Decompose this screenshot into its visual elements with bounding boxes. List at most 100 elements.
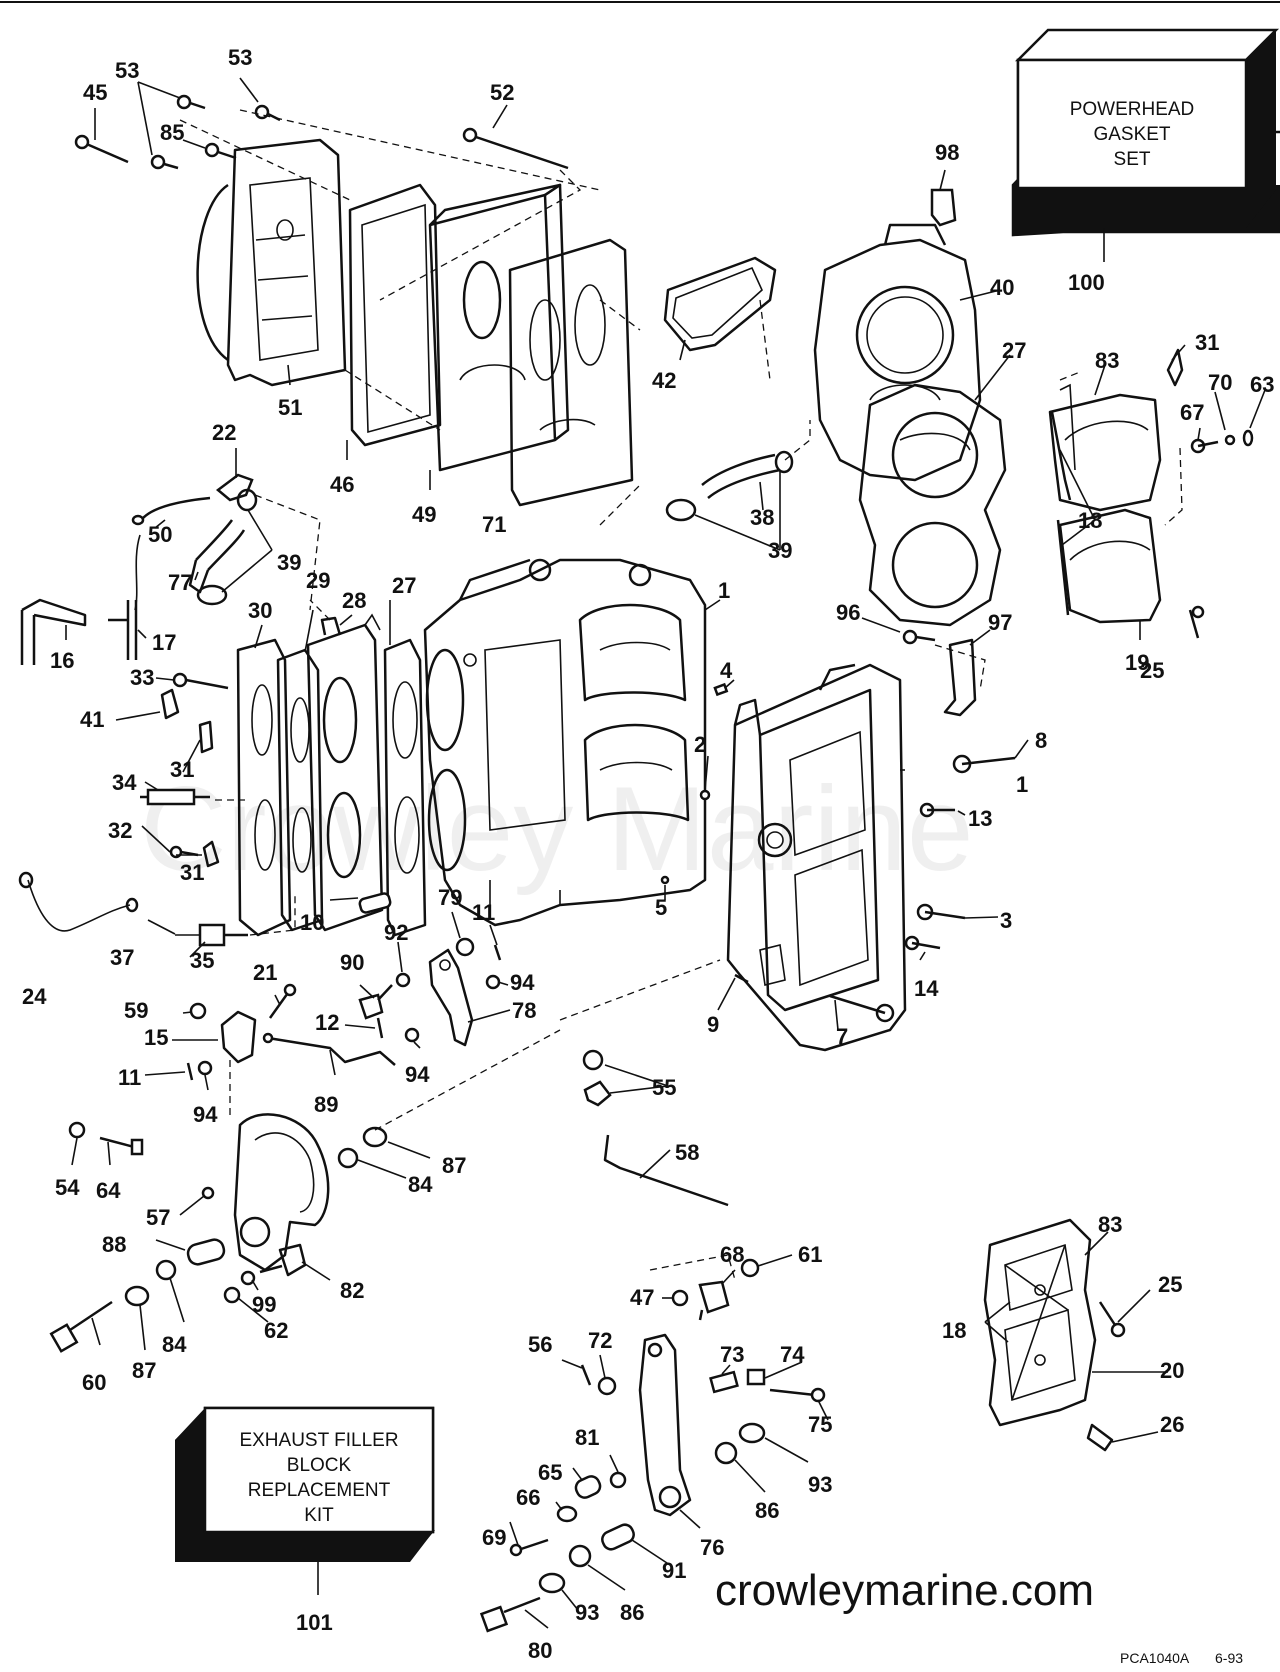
callout-31: 31: [1195, 330, 1219, 355]
callout-67: 67: [1180, 400, 1204, 425]
callout-86: 86: [620, 1600, 644, 1625]
callout-11: 11: [472, 900, 495, 925]
callout-21: 21: [253, 960, 277, 985]
clip-98: [930, 188, 957, 227]
callout-73: 73: [720, 1342, 744, 1367]
pin-11-upper: [493, 944, 502, 961]
callout-94: 94: [510, 970, 535, 995]
washer-92: [395, 972, 411, 988]
nut-86-lower: [568, 1544, 592, 1568]
reed-assembly-lower: [1056, 508, 1162, 624]
screw-96: [902, 629, 936, 645]
gasket-set-line-3: SET: [1114, 149, 1151, 170]
callout-70: 70: [1208, 370, 1232, 395]
screw-75: [769, 1387, 826, 1403]
callout-74: 74: [780, 1342, 805, 1367]
exhaust-kit-line-2: BLOCK: [287, 1455, 352, 1476]
pin-11-lower: [186, 1062, 194, 1081]
rod-58: [603, 1134, 729, 1207]
head-gasket-27-left: [383, 638, 427, 937]
callout-92: 92: [384, 920, 408, 945]
spring-73: [709, 1370, 739, 1394]
cover-30: [236, 638, 292, 937]
callout-2: 2: [694, 732, 706, 757]
watermark: Crowley Marine: [140, 762, 974, 896]
callout-65: 65: [538, 1460, 562, 1485]
powerhead-gasket-set-box: POWERHEAD GASKET SET: [1011, 28, 1280, 237]
nut-59: [189, 1002, 207, 1020]
screw-25-right: [1188, 605, 1205, 639]
washer-94-lower: [197, 1060, 213, 1076]
gasket-set-line-1: POWERHEAD: [1070, 99, 1195, 120]
bolt-64: [99, 1136, 144, 1156]
callout-42: 42: [652, 368, 676, 393]
washer-66: [556, 1505, 578, 1523]
sensor-35: [175, 923, 248, 947]
nut-84-upper: [337, 1147, 359, 1169]
bolt-80: [479, 1596, 541, 1633]
callout-79: 79: [438, 885, 462, 910]
callout-32: 32: [108, 818, 132, 843]
bolt-69: [509, 1538, 549, 1557]
callout-93: 93: [575, 1600, 599, 1625]
bolt-45: [74, 134, 129, 164]
callout-24: 24: [22, 984, 47, 1009]
sleeve-91: [601, 1523, 635, 1551]
callout-60: 60: [82, 1370, 106, 1395]
callout-97: 97: [988, 610, 1012, 635]
callout-101: 101: [296, 1610, 333, 1635]
callout-89: 89: [314, 1092, 338, 1117]
cylinder-head-40: [813, 223, 982, 482]
head-gasket-27-right: [858, 383, 1007, 627]
callout-59: 59: [124, 998, 148, 1023]
pin-56: [580, 1364, 592, 1386]
screw-85: [204, 142, 237, 160]
leader-lines: [65, 77, 1266, 1629]
exhaust-kit-line-1: EXHAUST FILLER: [239, 1430, 398, 1451]
pin-12: [376, 1017, 384, 1039]
nut-47: [671, 1289, 689, 1307]
callout-13: 13: [968, 806, 992, 831]
callout-83: 83: [1095, 348, 1119, 373]
screw-25-lower: [1098, 1301, 1126, 1338]
screw-13: [919, 802, 955, 818]
bolt-8: [952, 754, 1016, 774]
drawing-code: PCA1040A: [1120, 1650, 1190, 1666]
screw-21: [268, 983, 297, 1019]
clamp-39-left-b: [196, 584, 228, 606]
gasket-set-line-2: GASKET: [1093, 124, 1170, 145]
callout-52: 52: [490, 80, 514, 105]
clip-31-left-a: [198, 720, 214, 754]
callout-99: 99: [252, 1292, 276, 1317]
bolt-52: [462, 127, 569, 170]
screw-53-c: [150, 154, 179, 170]
callout-3: 3: [1000, 908, 1012, 933]
callout-33: 33: [130, 665, 154, 690]
callout-86: 86: [755, 1498, 779, 1523]
callout-18: 18: [942, 1318, 966, 1343]
callout-22: 22: [212, 420, 236, 445]
callout-82: 82: [340, 1278, 364, 1303]
gasket-42: [663, 256, 777, 352]
callout-1: 1: [718, 578, 730, 603]
callout-41: 41: [80, 707, 104, 732]
screw-67: [1190, 438, 1219, 454]
washer-87-upper: [362, 1126, 388, 1148]
callout-56: 56: [528, 1332, 552, 1357]
bolt-3: [916, 903, 966, 921]
screw-33: [172, 672, 229, 690]
callout-53: 53: [115, 58, 139, 83]
clamp-39-left-a: [236, 488, 258, 512]
clip-31-left-b: [202, 840, 220, 868]
tube-16: [20, 598, 87, 665]
arm-82: [278, 1243, 307, 1277]
cylinder-head-28: [306, 613, 384, 932]
bolt-7: [829, 994, 895, 1023]
callout-45: 45: [83, 80, 107, 105]
nut-54: [68, 1121, 86, 1139]
callout-46: 46: [330, 472, 354, 497]
exhaust-filler-kit-box: EXHAUST FILLER BLOCK REPLACEMENT KIT: [175, 1406, 435, 1562]
callout-76: 76: [700, 1535, 724, 1560]
callout-29: 29: [306, 568, 330, 593]
fitting-17: [108, 600, 138, 660]
